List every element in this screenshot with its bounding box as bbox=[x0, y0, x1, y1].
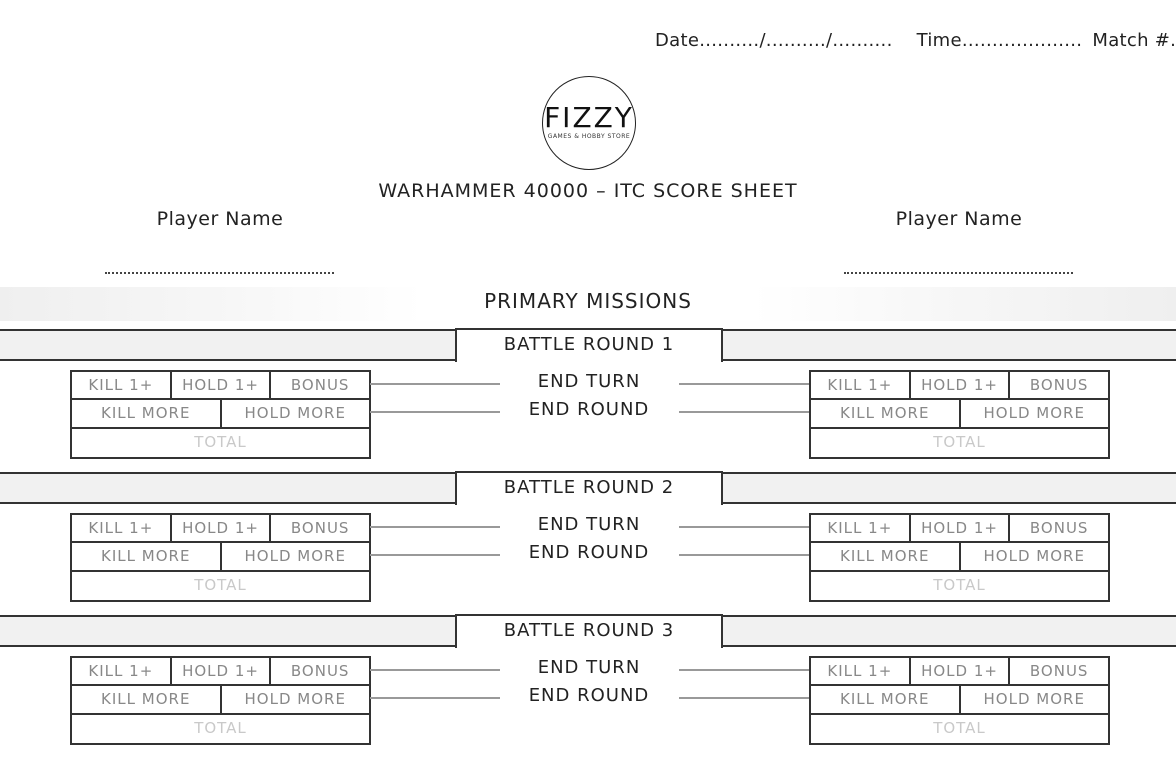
hold-more-cell[interactable]: HOLD MORE bbox=[983, 690, 1085, 708]
connector-line-left bbox=[370, 669, 500, 671]
kill-one-plus-cell[interactable]: KILL 1+ bbox=[72, 658, 172, 684]
hold-more-cell[interactable]: HOLD MORE bbox=[244, 690, 346, 708]
connector-line-left bbox=[370, 554, 500, 556]
hold-one-plus-cell[interactable]: HOLD 1+ bbox=[911, 658, 1011, 684]
battle-round-title: BATTLE ROUND 3 bbox=[455, 614, 723, 648]
end-turn-label: END TURN bbox=[537, 657, 641, 678]
kill-more-cell[interactable]: KILL MORE bbox=[811, 400, 961, 427]
match-info-line: Date........../........../.......... Tim… bbox=[655, 30, 1176, 51]
battle-round-title: BATTLE ROUND 1 bbox=[455, 328, 723, 362]
score-row-primary: KILL 1+ HOLD 1+ BONUS bbox=[72, 658, 369, 686]
score-row-more: KILL MORE HOLD MORE bbox=[811, 400, 1108, 429]
bonus-cell[interactable]: BONUS bbox=[290, 376, 350, 394]
total-cell[interactable]: TOTAL bbox=[933, 433, 986, 451]
score-row-more: KILL MORE HOLD MORE bbox=[811, 686, 1108, 715]
bonus-cell[interactable]: BONUS bbox=[1029, 376, 1089, 394]
right-player-score-box: KILL 1+ HOLD 1+ BONUS KILL MORE HOLD MOR… bbox=[809, 370, 1110, 459]
primary-missions-band bbox=[0, 287, 1176, 321]
connector-line-left bbox=[370, 526, 500, 528]
logo-wordmark: FIZZY bbox=[544, 101, 634, 134]
left-player-score-box: KILL 1+ HOLD 1+ BONUS KILL MORE HOLD MOR… bbox=[70, 513, 371, 602]
kill-one-plus-cell[interactable]: KILL 1+ bbox=[72, 515, 172, 541]
battle-round-title: BATTLE ROUND 2 bbox=[455, 471, 723, 505]
bonus-cell[interactable]: BONUS bbox=[290, 662, 350, 680]
hold-more-cell[interactable]: HOLD MORE bbox=[244, 404, 346, 422]
connector-line-right bbox=[679, 411, 809, 413]
connector-line-left bbox=[370, 383, 500, 385]
hold-one-plus-cell[interactable]: HOLD 1+ bbox=[172, 515, 272, 541]
hold-more-cell[interactable]: HOLD MORE bbox=[244, 547, 346, 565]
total-cell[interactable]: TOTAL bbox=[933, 719, 986, 737]
total-cell[interactable]: TOTAL bbox=[194, 719, 247, 737]
kill-more-cell[interactable]: KILL MORE bbox=[811, 543, 961, 570]
date-field[interactable]: Date........../........../.......... bbox=[655, 30, 893, 51]
hold-one-plus-cell[interactable]: HOLD 1+ bbox=[172, 658, 272, 684]
kill-more-cell[interactable]: KILL MORE bbox=[72, 543, 222, 570]
match-number-field[interactable]: Match #......... bbox=[1092, 30, 1176, 51]
kill-one-plus-cell[interactable]: KILL 1+ bbox=[72, 372, 172, 398]
connector-line-right bbox=[679, 383, 809, 385]
total-cell[interactable]: TOTAL bbox=[194, 433, 247, 451]
end-turn-label: END TURN bbox=[537, 514, 641, 535]
hold-one-plus-cell[interactable]: HOLD 1+ bbox=[911, 515, 1011, 541]
kill-more-cell[interactable]: KILL MORE bbox=[811, 686, 961, 713]
player-right-label: Player Name bbox=[895, 208, 1023, 230]
connector-line-right bbox=[679, 554, 809, 556]
score-row-total: TOTAL bbox=[72, 572, 369, 600]
page-title: WARHAMMER 40000 – ITC SCORE SHEET bbox=[378, 180, 798, 202]
score-row-total: TOTAL bbox=[811, 429, 1108, 457]
score-row-primary: KILL 1+ HOLD 1+ BONUS bbox=[811, 372, 1108, 400]
right-player-score-box: KILL 1+ HOLD 1+ BONUS KILL MORE HOLD MOR… bbox=[809, 513, 1110, 602]
hold-more-cell[interactable]: HOLD MORE bbox=[983, 547, 1085, 565]
primary-missions-title: PRIMARY MISSIONS bbox=[484, 289, 692, 313]
player-left-label: Player Name bbox=[156, 208, 284, 230]
kill-one-plus-cell[interactable]: KILL 1+ bbox=[811, 515, 911, 541]
score-row-primary: KILL 1+ HOLD 1+ BONUS bbox=[72, 515, 369, 543]
kill-one-plus-cell[interactable]: KILL 1+ bbox=[811, 658, 911, 684]
left-player-score-box: KILL 1+ HOLD 1+ BONUS KILL MORE HOLD MOR… bbox=[70, 370, 371, 459]
end-round-label: END ROUND bbox=[528, 399, 650, 420]
end-round-label: END ROUND bbox=[528, 542, 650, 563]
score-row-more: KILL MORE HOLD MORE bbox=[72, 543, 369, 572]
score-row-total: TOTAL bbox=[72, 715, 369, 743]
end-turn-label: END TURN bbox=[537, 371, 641, 392]
hold-one-plus-cell[interactable]: HOLD 1+ bbox=[172, 372, 272, 398]
total-cell[interactable]: TOTAL bbox=[194, 576, 247, 594]
hold-more-cell[interactable]: HOLD MORE bbox=[983, 404, 1085, 422]
score-row-primary: KILL 1+ HOLD 1+ BONUS bbox=[72, 372, 369, 400]
time-field[interactable]: Time.................... bbox=[916, 30, 1083, 51]
bonus-cell[interactable]: BONUS bbox=[290, 519, 350, 537]
score-row-more: KILL MORE HOLD MORE bbox=[72, 400, 369, 429]
end-round-label: END ROUND bbox=[528, 685, 650, 706]
logo-tagline: GAMES & HOBBY STORE bbox=[547, 133, 631, 140]
store-logo: FIZZY GAMES & HOBBY STORE bbox=[542, 76, 636, 170]
connector-line-right bbox=[679, 669, 809, 671]
score-row-primary: KILL 1+ HOLD 1+ BONUS bbox=[811, 658, 1108, 686]
score-row-more: KILL MORE HOLD MORE bbox=[72, 686, 369, 715]
player-right-name-field[interactable] bbox=[844, 262, 1073, 274]
score-row-total: TOTAL bbox=[811, 572, 1108, 600]
connector-line-left bbox=[370, 697, 500, 699]
right-player-score-box: KILL 1+ HOLD 1+ BONUS KILL MORE HOLD MOR… bbox=[809, 656, 1110, 745]
connector-line-left bbox=[370, 411, 500, 413]
score-row-primary: KILL 1+ HOLD 1+ BONUS bbox=[811, 515, 1108, 543]
total-cell[interactable]: TOTAL bbox=[933, 576, 986, 594]
score-row-more: KILL MORE HOLD MORE bbox=[811, 543, 1108, 572]
kill-more-cell[interactable]: KILL MORE bbox=[72, 686, 222, 713]
connector-line-right bbox=[679, 697, 809, 699]
player-left-name-field[interactable] bbox=[105, 262, 334, 274]
score-row-total: TOTAL bbox=[72, 429, 369, 457]
score-row-total: TOTAL bbox=[811, 715, 1108, 743]
connector-line-right bbox=[679, 526, 809, 528]
bonus-cell[interactable]: BONUS bbox=[1029, 662, 1089, 680]
kill-more-cell[interactable]: KILL MORE bbox=[72, 400, 222, 427]
kill-one-plus-cell[interactable]: KILL 1+ bbox=[811, 372, 911, 398]
bonus-cell[interactable]: BONUS bbox=[1029, 519, 1089, 537]
left-player-score-box: KILL 1+ HOLD 1+ BONUS KILL MORE HOLD MOR… bbox=[70, 656, 371, 745]
hold-one-plus-cell[interactable]: HOLD 1+ bbox=[911, 372, 1011, 398]
